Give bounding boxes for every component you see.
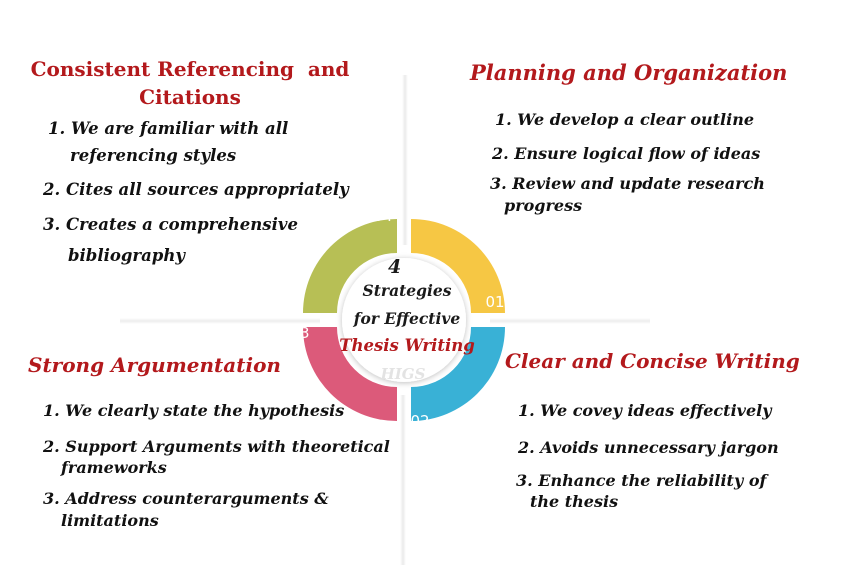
divider-horizontal-right xyxy=(490,318,650,324)
center-line-2: for Effective xyxy=(353,309,461,328)
planning-item-3: 3. Review and update research xyxy=(490,174,765,193)
writing-item-3: 3. Enhance the reliability of xyxy=(516,471,767,490)
writing-item-1: 1. We covey ideas effectively xyxy=(518,401,772,420)
referencing-item-3: 3. Creates a comprehensive xyxy=(43,215,298,234)
referencing-item-3-cont: bibliography xyxy=(68,246,185,265)
writing-item-3-cont: the thesis xyxy=(530,492,619,511)
wheel-segment-label-04: 04 xyxy=(373,207,392,225)
center-number: 4 xyxy=(388,256,402,278)
center-line-1: Strategies xyxy=(362,281,452,300)
referencing-item-1-cont: referencing styles xyxy=(70,146,237,165)
writing-title: Clear and Concise Writing xyxy=(505,349,800,373)
center-line-3: Thesis Writing xyxy=(339,336,475,355)
strategy-wheel: 01 02 03 04 xyxy=(290,207,505,430)
wheel-segment-04 xyxy=(303,219,397,313)
wheel-segment-label-03: 03 xyxy=(290,324,309,342)
argumentation-title: Strong Argumentation xyxy=(28,353,281,377)
divider-vertical-bottom xyxy=(400,395,406,565)
referencing-title-line1: Consistent Referencing and xyxy=(30,57,350,81)
referencing-title-line2: Citations xyxy=(139,85,241,109)
argumentation-item-2: 2. Support Arguments with theoretical xyxy=(43,437,390,456)
planning-item-2: 2. Ensure logical flow of ideas xyxy=(492,144,761,163)
center-circle xyxy=(342,258,466,382)
referencing-title: Consistent Referencing and Citations xyxy=(30,55,350,111)
argumentation-item-3: 3. Address counterarguments & xyxy=(43,489,329,508)
wheel-segment-03 xyxy=(303,327,397,421)
wheel-segment-02 xyxy=(411,327,505,421)
argumentation-item-2-cont: frameworks xyxy=(61,458,167,477)
referencing-item-2: 2. Cites all sources appropriately xyxy=(43,180,349,199)
planning-title: Planning and Organization xyxy=(470,60,788,85)
divider-horizontal-left xyxy=(120,318,320,324)
watermark: HIGS xyxy=(380,365,426,383)
argumentation-item-3-cont: limitations xyxy=(61,511,159,530)
argumentation-item-1: 1. We clearly state the hypothesis xyxy=(43,401,345,420)
planning-item-3-cont: progress xyxy=(504,196,583,215)
wheel-segment-label-02: 02 xyxy=(410,412,429,430)
referencing-item-1: 1. We are familiar with all xyxy=(48,119,289,138)
wheel-segment-01 xyxy=(411,219,505,313)
wheel-segment-label-01: 01 xyxy=(485,293,504,311)
divider-vertical-top xyxy=(402,75,408,245)
writing-item-2: 2. Avoids unnecessary jargon xyxy=(518,438,779,457)
planning-item-1: 1. We develop a clear outline xyxy=(495,110,755,129)
